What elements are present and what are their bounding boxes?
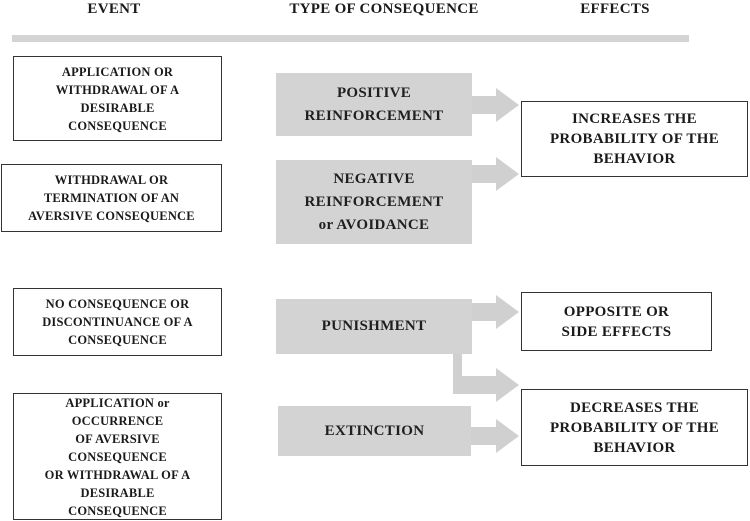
consequence-extinction: EXTINCTION (278, 406, 471, 456)
event-box-4: APPLICATION or OCCURRENCE OF AVERSIVE CO… (13, 393, 222, 520)
arrow-extinction-to-decreases (470, 419, 519, 453)
event-box-3: NO CONSEQUENCE OR DISCONTINUANCE OF A CO… (13, 288, 222, 356)
arrow-negative-to-increases (470, 157, 519, 191)
consequence-positive-reinforcement: POSITIVE REINFORCEMENT (276, 73, 472, 136)
effect-decreases-probability: DECREASES THE PROBABILITY OF THE BEHAVIO… (521, 389, 748, 466)
arrow-punishment-to-decreases (453, 350, 519, 402)
arrow-punishment-to-opposite (470, 295, 519, 329)
header-event: EVENT (87, 1, 141, 17)
effect-increases-probability: INCREASES THE PROBABILITY OF THE BEHAVIO… (521, 101, 748, 177)
arrow-positive-to-increases (470, 88, 519, 122)
header-effects: EFFECTS (580, 1, 650, 17)
effect-opposite-side-effects: OPPOSITE OR SIDE EFFECTS (521, 292, 712, 351)
header-type-of-consequence: TYPE OF CONSEQUENCE (289, 1, 479, 17)
event-box-2: WITHDRAWAL OR TERMINATION OF AN AVERSIVE… (1, 164, 222, 232)
header-divider-bar (12, 35, 689, 42)
event-box-1: APPLICATION OR WITHDRAWAL OF A DESIRABLE… (13, 56, 222, 141)
consequence-punishment: PUNISHMENT (276, 299, 472, 354)
consequence-negative-reinforcement: NEGATIVE REINFORCEMENT or AVOIDANCE (276, 160, 472, 244)
